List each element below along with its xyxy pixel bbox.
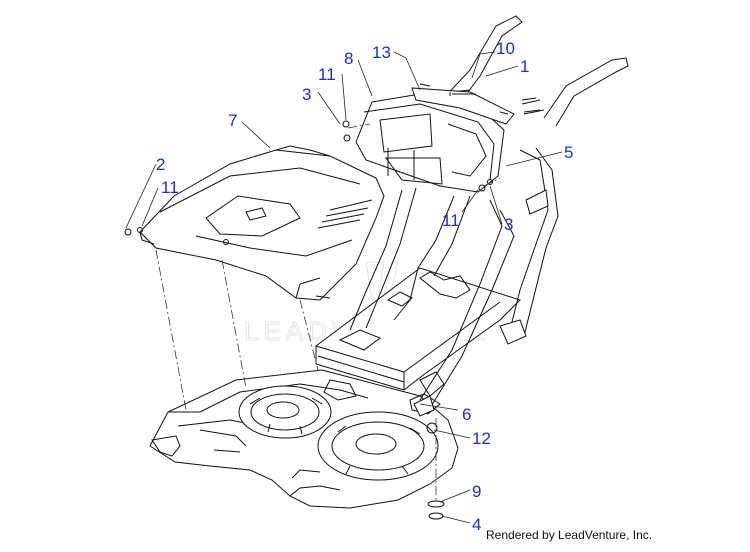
mower-deck — [149, 369, 459, 509]
callout-7: 7 — [228, 111, 237, 130]
handle-assembly — [349, 15, 629, 409]
callouts: 10 1 13 8 11 3 7 5 2 11 11 3 6 12 9 4 — [156, 39, 573, 534]
callout-6: 6 — [462, 405, 471, 424]
callout-13: 13 — [372, 43, 391, 62]
assembly-lines — [155, 123, 501, 502]
callout-8: 8 — [344, 49, 353, 68]
callout-11-left: 11 — [161, 178, 179, 197]
callout-11-right: 11 — [442, 211, 460, 230]
callout-11-top: 11 — [318, 65, 336, 84]
callout-10: 10 — [496, 39, 515, 58]
callout-3-top: 3 — [302, 85, 311, 104]
callout-1: 1 — [520, 57, 529, 76]
callout-12: 12 — [472, 429, 491, 448]
callout-3-right: 3 — [504, 215, 513, 234]
chassis-frame — [315, 267, 521, 415]
callout-2: 2 — [156, 155, 165, 174]
top-cover — [139, 145, 385, 301]
footer-credit: Rendered by LeadVenture, Inc. — [486, 528, 653, 542]
control-console — [355, 83, 515, 193]
callout-5: 5 — [564, 143, 573, 162]
callout-9: 9 — [472, 482, 481, 501]
callout-leaders — [125, 51, 563, 524]
callout-4: 4 — [472, 515, 481, 534]
